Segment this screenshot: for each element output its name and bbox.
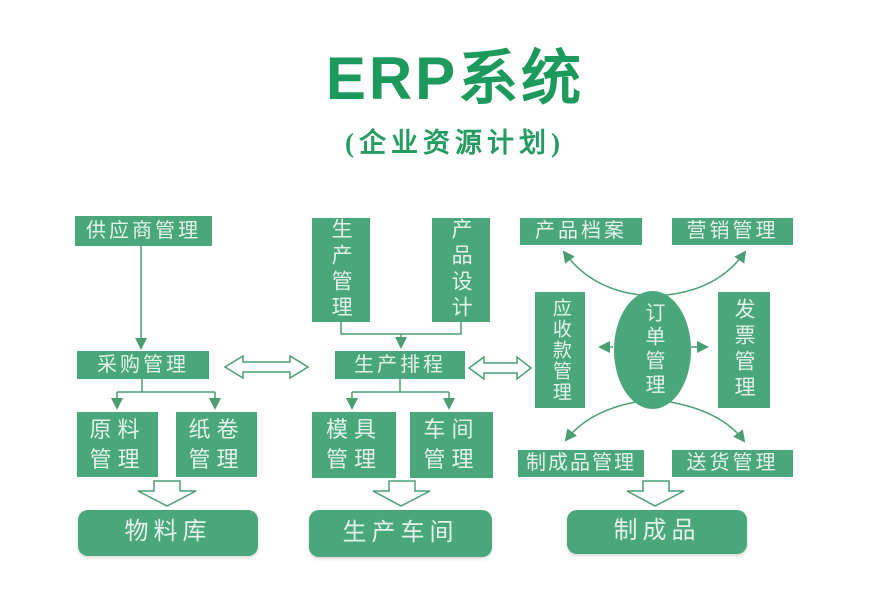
node-product-archive: 产品档案 [520,218,642,245]
node-product-design: 产品设计 [432,218,490,322]
node-order-management: 订单管理 [614,291,691,409]
node-production-management: 生产管理 [312,218,370,322]
page-title: ERP系统 [325,45,585,112]
node-delivery-management: 送货管理 [672,450,793,477]
node-supplier-management: 供应商管理 [75,216,212,246]
block-arrow-to-material-warehouse [137,480,197,507]
node-procurement-management: 采购管理 [77,351,209,379]
arrow-order-to-marketing [646,250,747,297]
connector-procurement-split [111,379,221,410]
node-mold-management: 模具 管理 [312,412,396,478]
page-subtitle: (企业资源计划) [345,128,565,158]
block-arrow-to-finished-goods [626,480,685,507]
connector-schedule-split [346,379,455,410]
node-paper-roll-management: 纸卷 管理 [176,412,257,477]
node-invoice-management: 发票管理 [718,292,770,408]
node-receivables-management: 应收款管理 [535,292,585,408]
double-arrow-procurement-schedule [223,354,310,380]
node-production-workshop: 生产车间 [309,510,492,557]
node-material-warehouse: 物料库 [78,510,258,556]
node-marketing-management: 营销管理 [672,218,793,245]
node-raw-material-management: 原料 管理 [77,412,158,477]
block-arrow-to-production-workshop [372,480,431,507]
arrow-order-to-product-archive [562,250,660,297]
node-finished-goods: 制成品 [567,510,747,554]
double-arrow-schedule-receivables [467,355,533,381]
node-finished-goods-management: 制成品管理 [518,450,644,477]
node-workshop-management: 车间 管理 [410,412,493,478]
connector-production-merge [340,322,462,349]
node-production-scheduling: 生产排程 [335,351,465,379]
